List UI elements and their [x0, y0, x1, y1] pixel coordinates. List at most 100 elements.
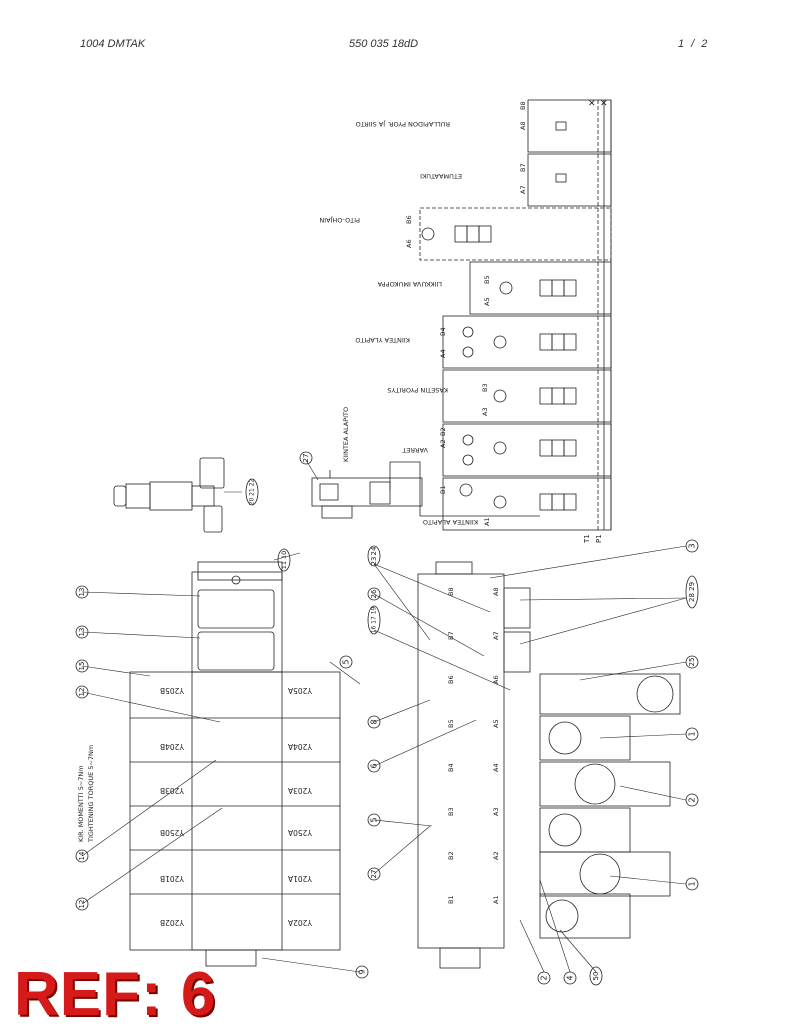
port-b5: B5: [483, 275, 491, 284]
fitting-label: KIINTEA ALAPITO: [342, 407, 350, 462]
block-port-b8: B8: [447, 587, 455, 596]
block-port-b4: B4: [447, 763, 455, 772]
block-port-b1: B1: [447, 895, 455, 904]
callout-24-23: 24: [370, 546, 378, 555]
coil-label-y205b: Y205B: [160, 686, 185, 695]
coil-label-y202a: Y202A: [287, 918, 313, 927]
torque-note-fi: KIR. MOMENTTI 5~7Nm: [77, 765, 85, 842]
callout-3: 3: [688, 543, 697, 548]
callout-25: 25: [688, 658, 696, 667]
left-valve-block: [129, 561, 341, 967]
callout-2b: 2: [540, 975, 549, 980]
port-a5: A5: [483, 297, 491, 306]
callout-leaders: [81, 459, 687, 973]
port-a8: A8: [519, 121, 527, 130]
supply-label-t1: T1: [583, 534, 591, 544]
svg-text:✕: ✕: [600, 99, 608, 109]
valve-section-7: [527, 153, 612, 207]
coil-label-y203b: Y203B: [160, 786, 185, 795]
coil-label-y250a: Y250A: [287, 828, 313, 837]
reference-stamp: REF: 6: [14, 960, 217, 1029]
torque-note-en: TIGHTENING TORQUE 5~7Nm: [87, 745, 95, 843]
callout-1b: 1: [688, 881, 697, 886]
block-port-a4: A4: [492, 763, 500, 772]
section-label-2: VARRET: [402, 446, 428, 454]
callout-12b: 12: [78, 900, 86, 909]
block-port-a5: A5: [492, 719, 500, 728]
section-label-6: PITO-OHJAIN: [319, 216, 360, 224]
header-page-number: 1 / 2: [678, 38, 710, 50]
callout-bubbles: 3 28 29 25 1 2 1 2 4 50 24 23 26 16 17 1…: [75, 451, 699, 986]
coil-label-y204a: Y204A: [287, 742, 313, 751]
supply-label-p1: P1: [595, 534, 603, 543]
port-b2: B2: [439, 427, 447, 436]
section-label-4: KIINTEA YLAPITO: [355, 336, 410, 344]
block-port-a8: A8: [492, 587, 500, 596]
block-port-a6: A6: [492, 675, 500, 684]
callout-20-21-22: 20 21 22: [249, 478, 256, 505]
header-document-number: 550 035 18dD: [349, 38, 419, 50]
port-a7: A7: [519, 185, 527, 194]
hydraulic-schematic: T1 P1: [113, 99, 612, 544]
svg-text:✕: ✕: [588, 99, 596, 109]
coil-label-y201b: Y201B: [160, 874, 185, 883]
coil-label-y250b: Y250B: [160, 828, 185, 837]
block-port-b7: B7: [447, 631, 455, 640]
section-label-3: KASETIN PYORITYS: [387, 386, 448, 394]
callout-4: 4: [566, 975, 575, 980]
port-a2: A2: [439, 439, 447, 448]
coil-label-y205a: Y205A: [287, 686, 313, 695]
callout-13a: 13: [78, 588, 86, 597]
port-a4: A4: [439, 349, 447, 358]
callout-27b: 27: [370, 870, 378, 879]
callout-50: 50: [592, 972, 600, 981]
block-port-b2: B2: [447, 851, 455, 860]
callout-16-17-19: 16 17 19: [371, 606, 378, 633]
callout-12a: 12: [78, 688, 86, 697]
block-port-b5: B5: [447, 719, 455, 728]
block-port-b6: B6: [447, 675, 455, 684]
valve-section-2: [442, 423, 612, 477]
valve-section-4: [442, 315, 612, 369]
callout-5: 5: [370, 817, 379, 822]
header-left: 1004 DMTAK: [80, 38, 146, 50]
section-label-1: KIINTEA ALAPITO: [423, 518, 478, 526]
coil-label-y203a: Y203A: [287, 786, 313, 795]
callout-8: 8: [370, 719, 379, 724]
callout-27: 27: [302, 454, 310, 463]
valve-fitting-assembly: [311, 470, 423, 519]
callout-14: 14: [78, 851, 86, 860]
callout-13b: 13: [78, 628, 86, 637]
callout-1a: 1: [688, 731, 697, 736]
port-b3: B3: [481, 383, 489, 392]
callout-23: 23: [370, 557, 378, 566]
valve-section-1: [420, 477, 612, 531]
coil-label-y201a: Y201A: [287, 874, 313, 883]
section-label-8: RULLAPIDON PYOR. JA SIIRTO: [356, 120, 450, 128]
callout-11-10: 11 10: [280, 551, 288, 570]
block-port-b3: B3: [447, 807, 455, 816]
port-b4: B4: [439, 327, 447, 336]
valve-section-8: [527, 99, 612, 153]
valve-section-5: [469, 261, 612, 315]
block-port-a3: A3: [492, 807, 500, 816]
coil-label-y204b: Y204B: [160, 742, 185, 751]
coil-label-y202b: Y202B: [160, 918, 185, 927]
block-port-a1: A1: [492, 895, 500, 904]
port-b6: B6: [405, 215, 413, 224]
port-a6: A6: [405, 239, 413, 248]
callout-28-29: 28 29: [688, 582, 696, 602]
port-a3: A3: [481, 407, 489, 416]
cartridge-valve: [113, 457, 225, 533]
valve-section-3: [442, 369, 612, 423]
block-port-a7: A7: [492, 631, 500, 640]
port-b7: B7: [519, 163, 527, 172]
callout-26: 26: [370, 589, 378, 598]
callout-6: 6: [370, 763, 379, 768]
callout-2: 2: [688, 797, 697, 802]
valve-section-6: [419, 207, 612, 261]
section-label-7: ETUMAATUKI: [420, 172, 462, 180]
port-b8: B8: [519, 101, 527, 110]
port-a1: A1: [483, 517, 491, 526]
callout-5b: 5: [342, 659, 351, 664]
